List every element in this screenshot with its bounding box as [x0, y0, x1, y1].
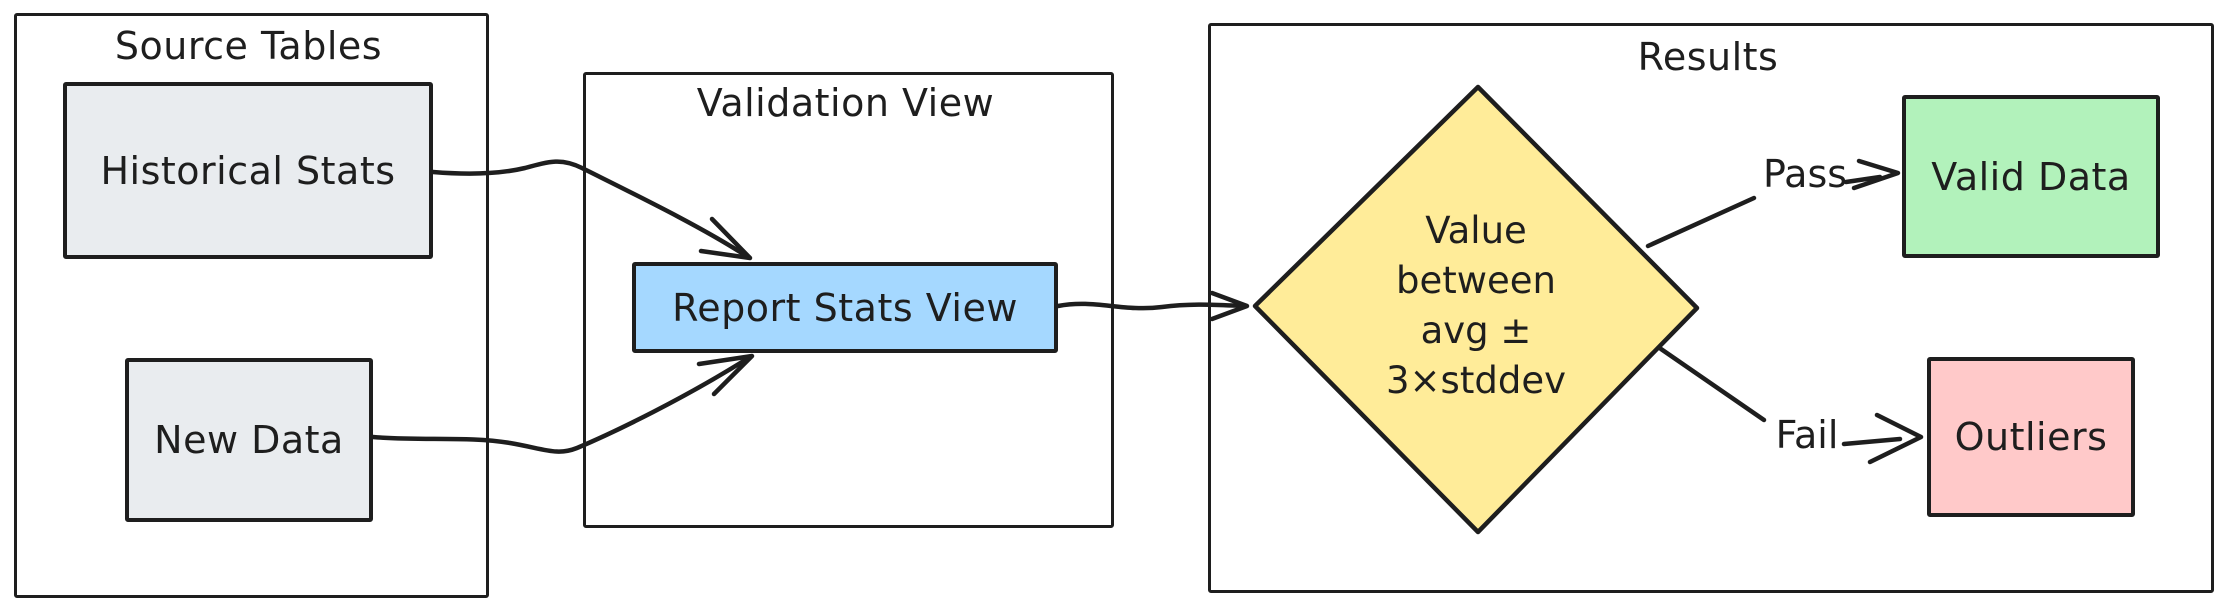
group-results — [1208, 23, 2214, 593]
node-historical-stats: Historical Stats — [63, 82, 433, 259]
node-report-stats-view: Report Stats View — [632, 262, 1058, 353]
node-new-data: New Data — [125, 358, 373, 522]
node-label-decision: Value between avg ± 3×stddev — [1386, 209, 1566, 402]
node-outliers: Outliers — [1927, 357, 2135, 517]
group-validation-view — [583, 72, 1114, 528]
group-source-tables — [14, 13, 489, 598]
node-label-outliers: Outliers — [1954, 415, 2108, 459]
node-valid-data: Valid Data — [1902, 95, 2160, 258]
edge-label-fail: Fail — [1775, 413, 1839, 457]
group-title-results: Results — [1637, 35, 1779, 79]
edge-label-pass: Pass — [1762, 152, 1848, 196]
group-title-source-tables: Source Tables — [114, 24, 383, 68]
group-title-validation-view: Validation View — [696, 81, 995, 125]
node-label-historical-stats: Historical Stats — [100, 148, 396, 193]
node-label-valid-data: Valid Data — [1931, 154, 2131, 199]
node-label-report-stats-view: Report Stats View — [672, 285, 1018, 330]
node-label-new-data: New Data — [154, 418, 344, 462]
